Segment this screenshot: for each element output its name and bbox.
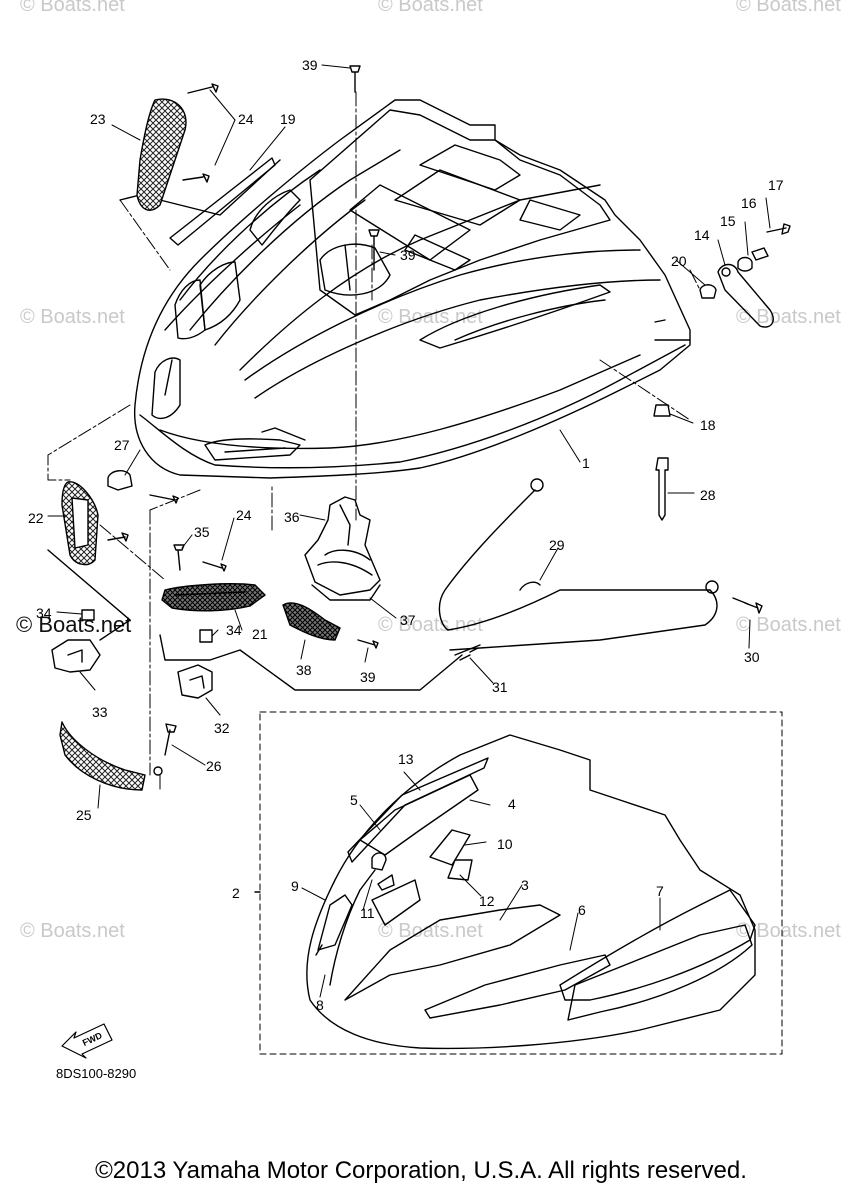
callout-20: 20 (671, 253, 687, 269)
watermark-top-right: © Boats.net (736, 0, 841, 16)
callout-13: 13 (398, 751, 414, 767)
watermark-bottom-right: © Boats.net (736, 920, 841, 942)
hood-part-1 (134, 99, 691, 479)
watermark-lower-center: © Boats.net (378, 614, 483, 636)
callout-8: 8 (316, 997, 324, 1013)
callout-27: 27 (114, 437, 130, 453)
callout-2: 2 (232, 885, 240, 901)
callout-5: 5 (350, 792, 358, 808)
callout-24-top: 24 (238, 111, 254, 127)
callout-17: 17 (768, 177, 784, 193)
fwd-arrow-icon (61, 1023, 113, 1059)
callout-21: 21 (252, 626, 268, 642)
callout-16: 16 (741, 195, 757, 211)
callout-19: 19 (280, 111, 296, 127)
callout-31: 31 (492, 679, 508, 695)
callout-12: 12 (479, 893, 495, 909)
callout-26: 26 (206, 758, 222, 774)
callout-38: 38 (296, 662, 312, 678)
watermark-bottom-left: © Boats.net (20, 920, 125, 942)
callout-23: 23 (90, 111, 106, 127)
callout-15: 15 (720, 213, 736, 229)
callout-35: 35 (194, 524, 210, 540)
callout-32: 32 (214, 720, 230, 736)
callout-34-left: 34 (36, 605, 52, 621)
callout-29: 29 (549, 537, 565, 553)
callout-10: 10 (497, 836, 513, 852)
callout-39-low: 39 (360, 669, 376, 685)
callout-3: 3 (521, 877, 529, 893)
callout-39-top: 39 (302, 57, 318, 73)
callout-9: 9 (291, 878, 299, 894)
callout-33: 33 (92, 704, 108, 720)
watermark-mid-left: © Boats.net (20, 306, 125, 328)
watermark-top-left: © Boats.net (20, 0, 125, 16)
callout-37: 37 (400, 612, 416, 628)
callout-4: 4 (508, 796, 516, 812)
callout-6: 6 (578, 902, 586, 918)
callout-7: 7 (656, 883, 664, 899)
watermark-top-center: © Boats.net (378, 0, 483, 16)
callout-14: 14 (694, 227, 710, 243)
watermark-mid-center: © Boats.net (378, 306, 483, 328)
callout-1: 1 (582, 455, 590, 471)
watermark-bottom-center: © Boats.net (378, 920, 483, 942)
watermark-lower-right: © Boats.net (736, 614, 841, 636)
watermark-dark: © Boats.net (16, 612, 132, 637)
callout-25: 25 (76, 807, 92, 823)
copyright: ©2013 Yamaha Motor Corporation, U.S.A. A… (95, 1157, 747, 1184)
callout-39-mid: 39 (400, 247, 416, 263)
callout-22: 22 (28, 510, 44, 526)
callout-18: 18 (700, 417, 716, 433)
diagram-code: 8DS100-8290 (56, 1066, 137, 1081)
callout-36: 36 (284, 509, 300, 525)
watermark-mid-right: © Boats.net (736, 306, 841, 328)
callout-30: 30 (744, 649, 760, 665)
callout-28: 28 (700, 487, 716, 503)
callout-11: 11 (360, 905, 375, 921)
callout-34-mid: 34 (226, 622, 242, 638)
callout-24-mid: 24 (236, 507, 252, 523)
